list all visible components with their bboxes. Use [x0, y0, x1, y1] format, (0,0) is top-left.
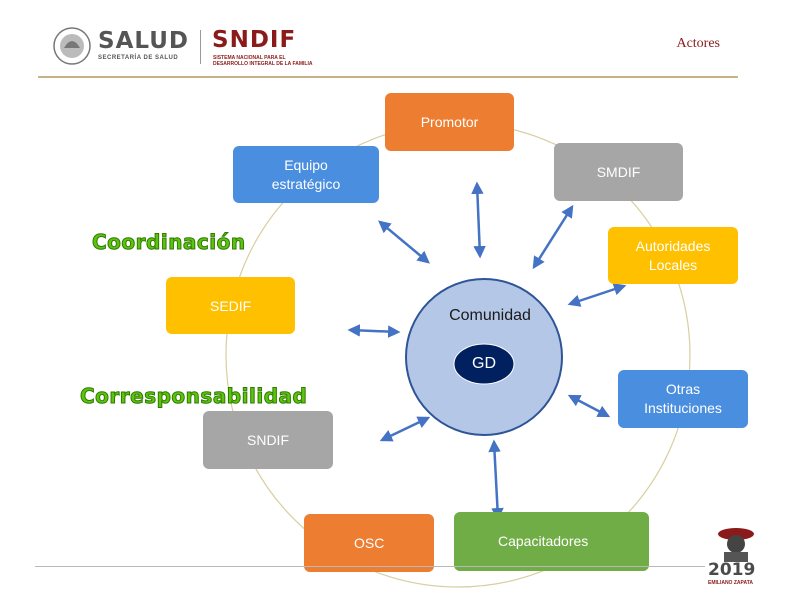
arrow-otras [567, 394, 611, 418]
arrow-sndif [379, 416, 431, 442]
badge-year: 2019 [708, 560, 756, 580]
actor-autoridades-locales: Autoridades Locales [608, 227, 738, 284]
footer-divider [35, 566, 705, 567]
coat-of-arms-icon [53, 27, 91, 65]
actor-sndif: SNDIF [203, 411, 333, 469]
arrow-sedif [347, 324, 401, 338]
arrow-capacitadores [488, 439, 504, 521]
gd-core [453, 343, 515, 385]
actor-promotor: Promotor [385, 93, 514, 151]
page-title: Actores [676, 36, 720, 51]
arrow-equipo [378, 220, 430, 264]
actor-equipo-estrategico: Equipo estratégico [233, 146, 379, 203]
actor-capacitadores: Capacitadores [454, 512, 649, 571]
actor-osc: OSC [304, 514, 434, 572]
arrow-smdif [532, 204, 574, 270]
header-divider [38, 76, 738, 78]
logo-salud-subtitle: SECRETARÍA DE SALUD [98, 55, 179, 61]
logo-sndif: SNDIF [212, 27, 297, 53]
logo-sndif-subtitle: SISTEMA NACIONAL PARA EL DESARROLLO INTE… [213, 55, 313, 67]
actor-sedif: SEDIF [166, 277, 295, 334]
actor-smdif: SMDIF [554, 143, 683, 201]
logo-separator [200, 30, 201, 64]
arrow-autoridades [567, 283, 627, 307]
actor-otras-instituciones: Otras Instituciones [618, 370, 748, 428]
community-label: Comunidad [449, 307, 531, 324]
label-coordinacion: Coordinación [92, 230, 246, 255]
logo-salud: SALUD [98, 28, 189, 54]
zapata-portrait-icon [718, 528, 754, 562]
badge-subtitle: EMILIANO ZAPATA [708, 580, 753, 586]
gd-label: GD [472, 355, 496, 372]
label-corresponsabilidad: Corresponsabilidad [79, 384, 308, 409]
arrow-promotor [471, 181, 486, 259]
